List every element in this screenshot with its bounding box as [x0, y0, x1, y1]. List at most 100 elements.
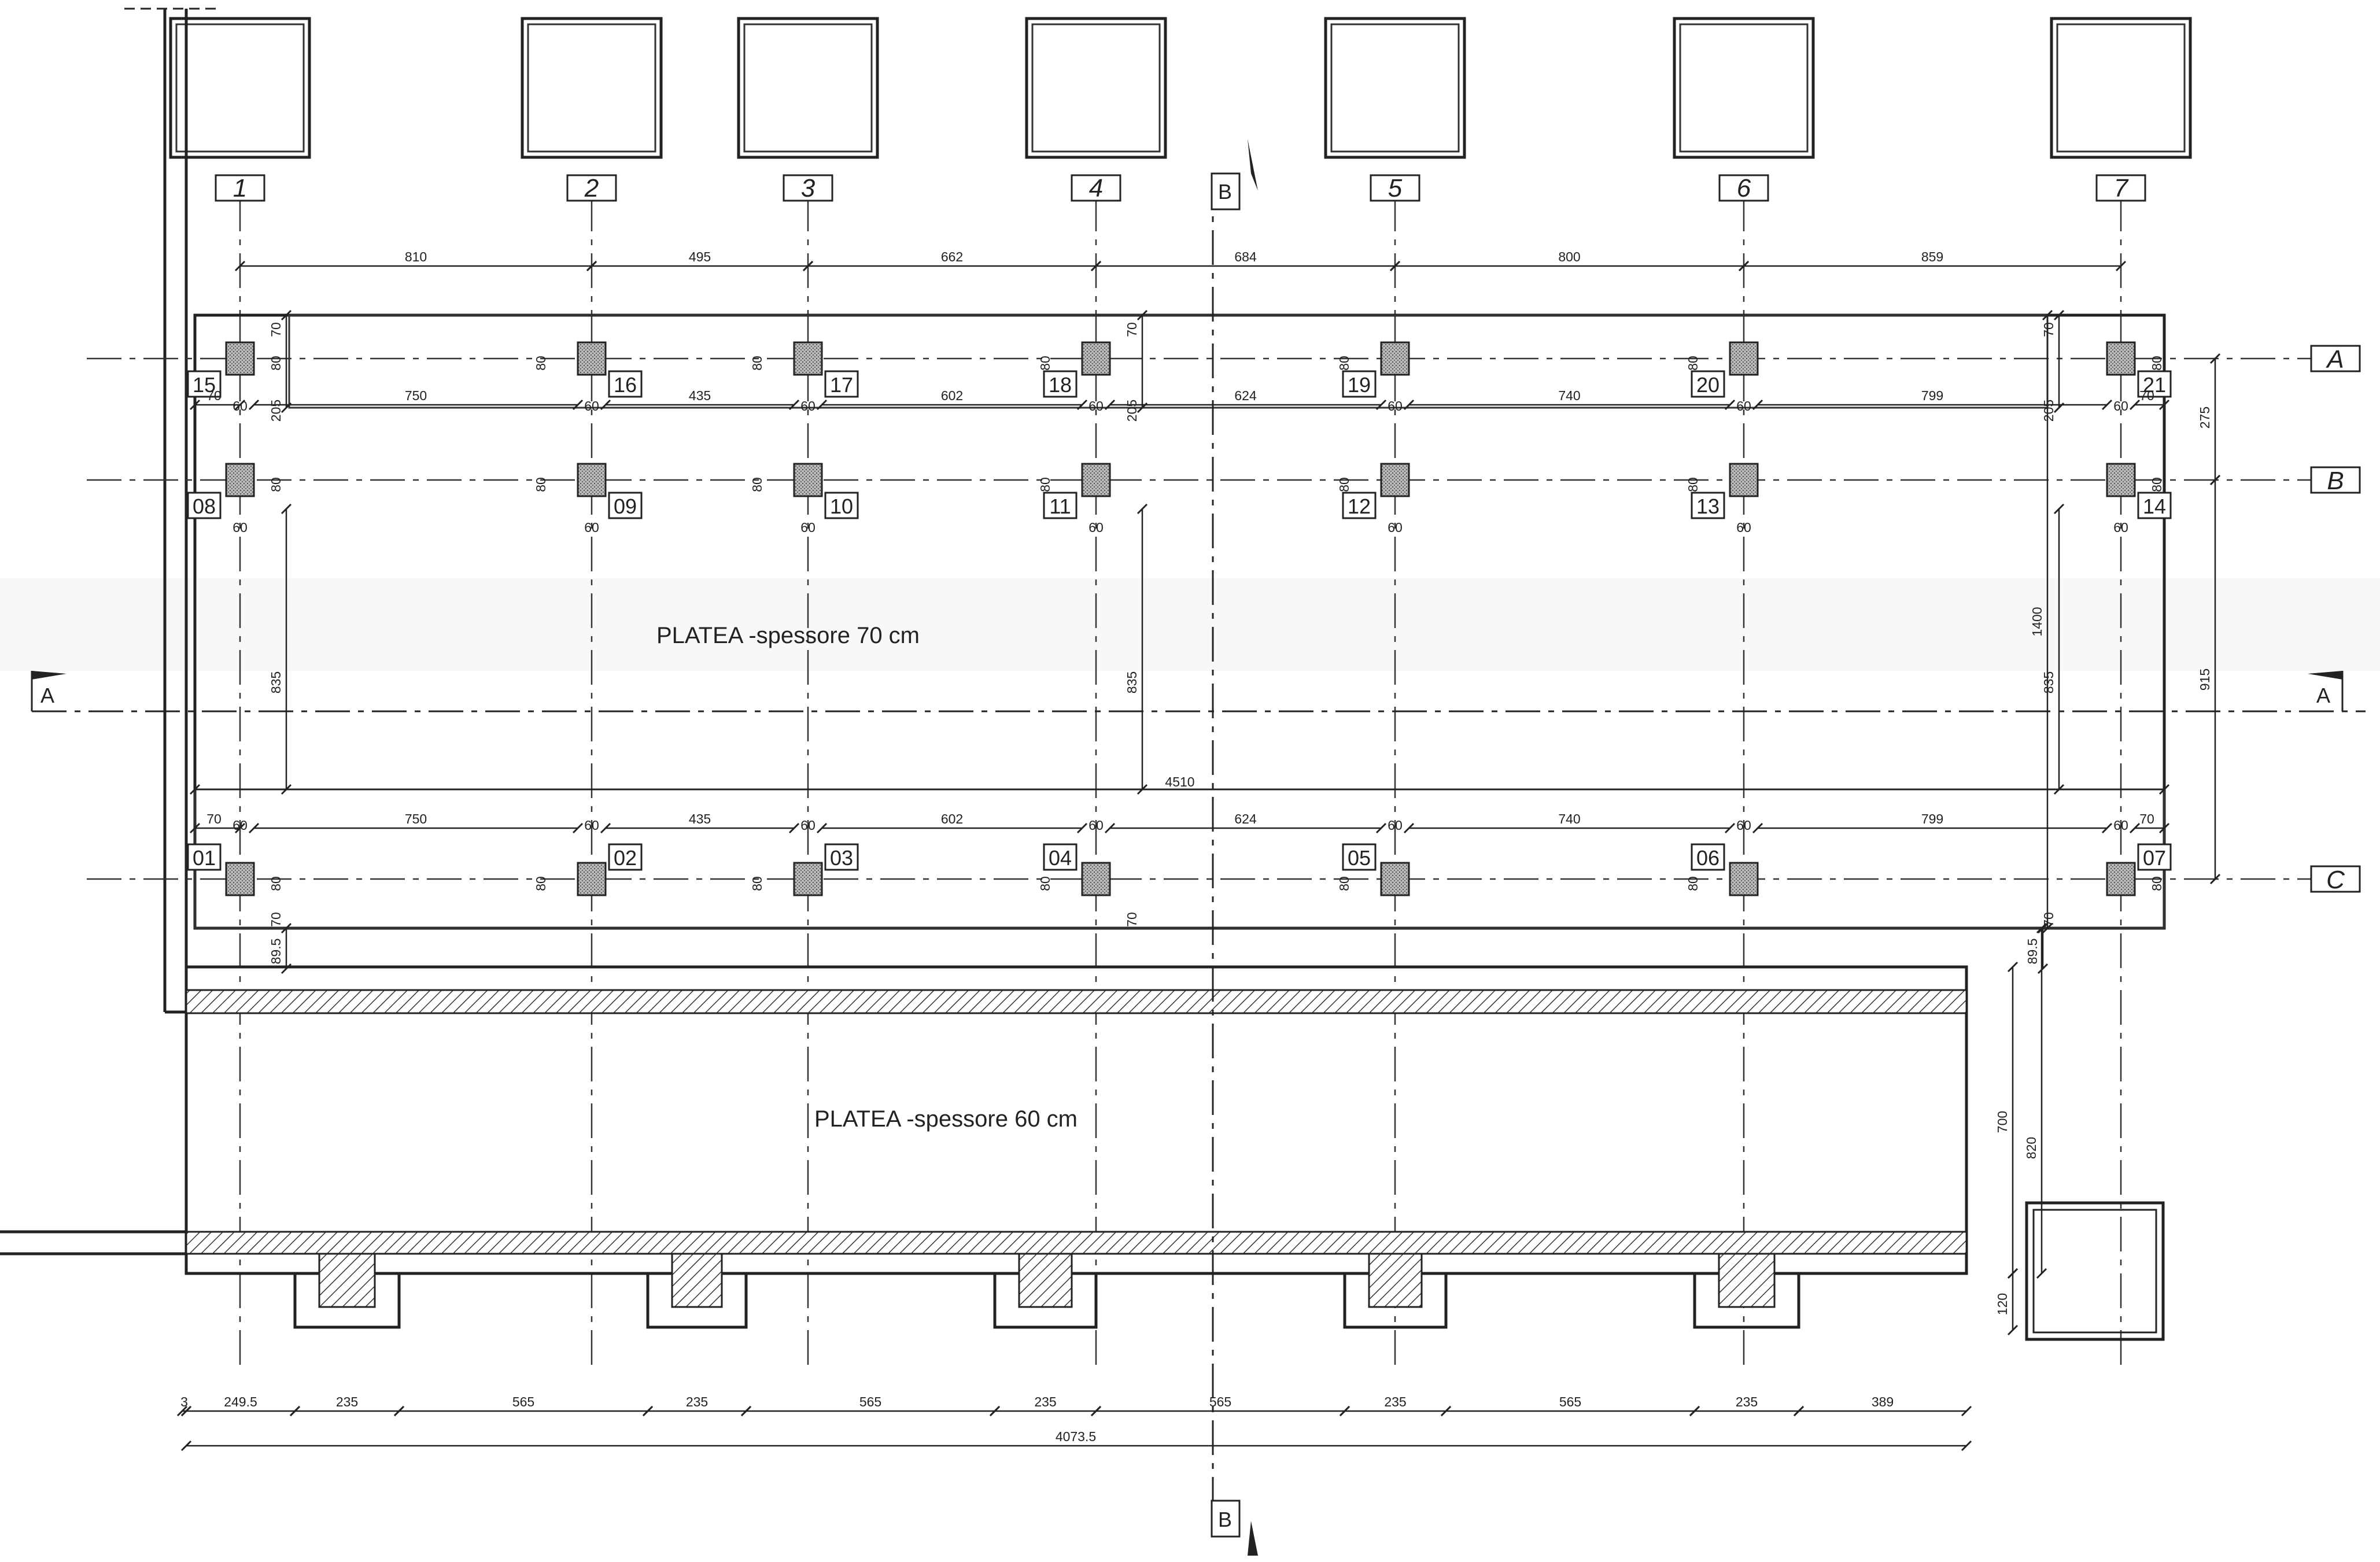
dim-tick — [1752, 822, 1763, 834]
column-depth-dim: 80 — [1337, 356, 1352, 371]
dim-bottom-segment: 235 — [1034, 1394, 1056, 1409]
column-pier — [1380, 463, 1410, 497]
upper-pad-squares — [169, 17, 2192, 159]
columns: 1560801660801760801860801960802060802160… — [187, 341, 2172, 896]
top-pad-inner — [743, 23, 873, 153]
column-depth-dim: 80 — [2149, 876, 2164, 891]
dim-tick — [1403, 822, 1415, 834]
dim-tick — [2007, 961, 2019, 973]
dim-bottom-total: 4073.5 — [1056, 1429, 1096, 1444]
column-depth-dim: 80 — [1038, 876, 1053, 891]
column-pier — [225, 862, 255, 896]
dim-slab-span: 435 — [689, 388, 711, 403]
column-pier — [577, 463, 607, 497]
column-width-dim: 60 — [1736, 818, 1751, 833]
grid-axis-number: 5 — [1388, 174, 1403, 202]
dim-tick — [816, 822, 828, 834]
dim-bottom-segment: 565 — [512, 1394, 534, 1409]
dim-top-span: 810 — [405, 249, 427, 264]
top-pad — [2050, 17, 2192, 159]
dim-bottom-segment: 3 — [180, 1394, 188, 1409]
top-pad — [169, 17, 311, 159]
column-width-dim: 60 — [233, 818, 248, 833]
column-pier — [1380, 862, 1410, 896]
column-width-dim: 60 — [584, 398, 599, 413]
column-tag-label: 16 — [614, 373, 637, 397]
column-width-dim: 60 — [1736, 520, 1751, 535]
dim-tick — [1137, 402, 1148, 413]
dim-tick — [600, 822, 611, 834]
dim-205: 205 — [268, 400, 283, 422]
grid-bubble-number — [566, 174, 617, 202]
grid-bubble-number — [783, 174, 833, 202]
lower-slab — [185, 965, 1968, 1329]
dim-slab-span: 602 — [941, 811, 963, 826]
dim-tick — [816, 399, 828, 411]
dim-tick — [2158, 822, 2170, 834]
column-pier — [2106, 341, 2136, 376]
column-tag-box — [2137, 370, 2172, 398]
column-pier — [793, 341, 823, 376]
grid-bubble-number — [215, 174, 265, 202]
dim-tick — [2158, 399, 2170, 411]
column-width-dim: 60 — [584, 520, 599, 535]
dim-tick — [2007, 1324, 2019, 1336]
dim-tick — [1076, 822, 1088, 834]
top-pad-inner — [1031, 23, 1161, 153]
dim-tick — [2053, 402, 2065, 413]
dim-edge: 70 — [2139, 388, 2154, 403]
column-tag-label: 06 — [1696, 846, 1719, 870]
column-width-dim: 60 — [1388, 520, 1403, 535]
dim-tick — [1137, 784, 1148, 795]
dim-tick — [1104, 399, 1116, 411]
dim-overall-length: 4510 — [1165, 774, 1194, 789]
grid-bubble-letter — [2310, 345, 2361, 372]
dim-tick — [180, 1440, 192, 1452]
dim-bottom-segment: 389 — [1872, 1394, 1894, 1409]
dim-tick — [2053, 309, 2065, 321]
column-width-dim: 60 — [2113, 398, 2128, 413]
dim-edge: 70 — [2139, 811, 2154, 826]
column-depth-dim: 80 — [2149, 477, 2164, 492]
column-pier — [2106, 862, 2136, 896]
column-tag-box — [1043, 843, 1078, 871]
dim-tick — [1076, 399, 1088, 411]
column-pier — [1081, 862, 1111, 896]
section-a-right-label: A — [2316, 684, 2330, 707]
column-tag-box — [187, 370, 222, 398]
dim-835: 835 — [1124, 671, 1139, 693]
dim-1400: 1400 — [2030, 607, 2045, 636]
top-pad-inner — [2056, 23, 2186, 153]
dim-tick — [1752, 399, 1763, 411]
top-pad-inner — [1679, 23, 1809, 153]
column-depth-dim: 80 — [750, 477, 765, 492]
dim-70: 70 — [1124, 322, 1139, 337]
dim-tick — [586, 260, 597, 272]
column-tag-box — [187, 492, 222, 519]
dim-tick — [2037, 963, 2049, 974]
column-tag-box — [2137, 492, 2172, 519]
dim-slab-span: 624 — [1234, 811, 1257, 826]
dim-tick — [189, 399, 201, 411]
dim-205: 205 — [2041, 400, 2056, 422]
column-pier — [1380, 341, 1410, 376]
column-tag-box — [824, 492, 859, 519]
dim-tick — [1137, 309, 1148, 321]
column-tag-label: 10 — [830, 494, 853, 518]
column-pier — [2106, 463, 2136, 497]
column-pier — [793, 862, 823, 896]
column-tag-label: 08 — [193, 494, 216, 518]
column-tag-label: 02 — [614, 846, 637, 870]
dim-slab-span: 624 — [1234, 388, 1257, 403]
grid-axis-number: 1 — [233, 174, 247, 202]
column-depth-dim: 80 — [1685, 876, 1700, 891]
column-width-dim: 60 — [233, 520, 248, 535]
column-tag-label: 21 — [2143, 373, 2166, 397]
column-depth-dim: 80 — [750, 356, 765, 371]
top-pad — [1673, 17, 1815, 159]
dim-205: 205 — [1124, 400, 1139, 422]
column-tag-box — [1691, 843, 1725, 871]
column-tag-box — [1342, 370, 1377, 398]
dim-tick — [989, 1405, 1001, 1417]
dim-tick — [1137, 503, 1148, 515]
